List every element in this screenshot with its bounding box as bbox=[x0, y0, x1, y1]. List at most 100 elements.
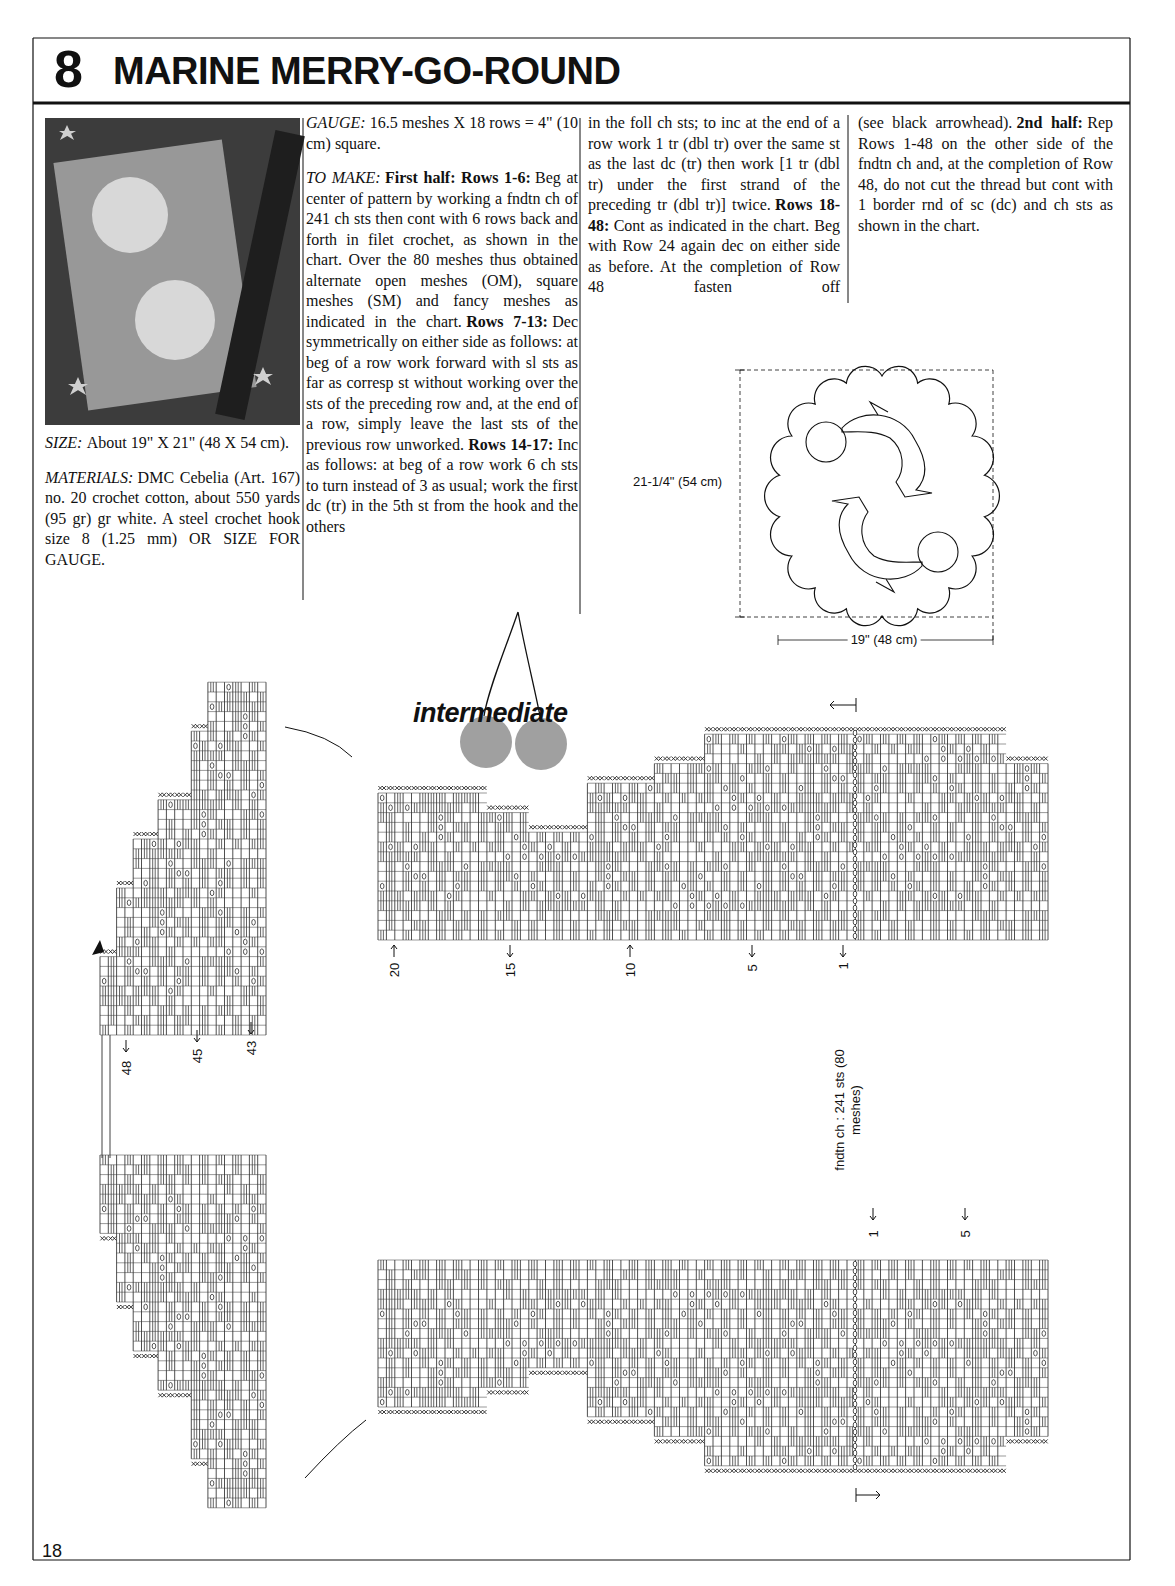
chart-chain-mark bbox=[853, 905, 857, 911]
chart-chain-mark bbox=[741, 776, 745, 782]
chart-chain-mark bbox=[623, 1399, 627, 1405]
instruction-text: Cont as indicated in the chart. Beg with… bbox=[588, 217, 840, 296]
chart-chain-mark bbox=[556, 893, 560, 899]
chart-chain-mark bbox=[648, 1409, 652, 1415]
bubble bbox=[918, 532, 958, 572]
chart-chain-mark bbox=[235, 1255, 239, 1261]
chart-chain-mark bbox=[590, 834, 594, 840]
chart-chain-mark bbox=[933, 854, 937, 860]
scalloped-outline bbox=[765, 366, 1000, 625]
chart-chain-mark bbox=[219, 1441, 223, 1447]
chart-chain-mark bbox=[766, 1429, 770, 1435]
chart-chain-mark bbox=[260, 1402, 264, 1408]
chart-chain-mark bbox=[833, 1419, 837, 1425]
chart-chain-mark bbox=[389, 844, 393, 850]
chart-chain-mark bbox=[853, 1429, 857, 1435]
chart-chain-mark bbox=[715, 893, 719, 899]
row-number: 45 bbox=[190, 1049, 205, 1063]
chart-chain-mark bbox=[194, 743, 198, 749]
chart-chain-mark bbox=[690, 893, 694, 899]
dimension-line bbox=[735, 370, 993, 645]
chart-chain-mark bbox=[380, 1311, 384, 1317]
chart-chain-mark bbox=[707, 1429, 711, 1435]
chart-chain-mark bbox=[581, 1301, 585, 1307]
chart-chain-mark bbox=[853, 1464, 857, 1470]
chart-sc-mark bbox=[100, 724, 207, 953]
chart-chain-mark bbox=[853, 786, 857, 792]
chart-chain-mark bbox=[891, 874, 895, 880]
chart-chain-mark bbox=[252, 978, 256, 984]
photo-motif bbox=[135, 280, 215, 360]
chart-chain-mark bbox=[177, 841, 181, 847]
chart-chain-mark bbox=[933, 1341, 937, 1347]
chart-chain-mark bbox=[853, 912, 857, 918]
row-number: 5 bbox=[958, 1230, 973, 1237]
chart-chain-mark bbox=[202, 822, 206, 828]
chart-chain-mark bbox=[724, 1331, 728, 1337]
chart-chain-mark bbox=[210, 1422, 214, 1428]
chart-chain-mark bbox=[227, 861, 231, 867]
chart-chain-mark bbox=[958, 893, 962, 899]
chart-chain-mark bbox=[1025, 1429, 1029, 1435]
instruction-text: Rows 14-17: bbox=[468, 436, 553, 453]
chart-chain-mark bbox=[853, 1345, 857, 1351]
chart-chain-mark bbox=[690, 903, 694, 909]
chart-chain-mark bbox=[243, 939, 247, 945]
chart-chain-mark bbox=[556, 1341, 560, 1347]
chart-chain-mark bbox=[607, 874, 611, 880]
chart-chain-mark bbox=[464, 864, 468, 870]
chart-chain-mark bbox=[414, 874, 418, 880]
chart-chain-mark bbox=[883, 1429, 887, 1435]
chart-chain-mark bbox=[252, 920, 256, 926]
chart-chain-mark bbox=[581, 893, 585, 899]
chart-top-left bbox=[100, 682, 266, 1035]
chart-chain-mark bbox=[514, 874, 518, 880]
chart-chain-mark bbox=[260, 782, 264, 788]
chart-chain-mark bbox=[891, 834, 895, 840]
chart-chain-mark bbox=[152, 841, 156, 847]
instruction-paragraph: GAUGE:16.5 meshes X 18 rows = 4" (10 cm)… bbox=[306, 113, 578, 154]
chart-chain-mark bbox=[853, 870, 857, 876]
page-frame bbox=[33, 38, 1130, 1560]
chart-chain-mark bbox=[414, 844, 418, 850]
photo-shadow bbox=[215, 130, 305, 420]
bubble bbox=[806, 422, 846, 462]
chart-chain-mark bbox=[791, 1350, 795, 1356]
chart-chain-mark bbox=[243, 733, 247, 739]
chart-chain-mark bbox=[531, 1311, 535, 1317]
page-number: 18 bbox=[42, 1540, 62, 1562]
chart-chain-mark bbox=[992, 756, 996, 762]
chart-chain-mark bbox=[1025, 766, 1029, 772]
row-arrow bbox=[507, 945, 513, 957]
chart-chain-mark bbox=[1009, 825, 1013, 831]
chart-chain-mark bbox=[853, 884, 857, 890]
chart-chain-mark bbox=[833, 746, 837, 752]
chart-chain-mark bbox=[749, 805, 753, 811]
dolphin-outline bbox=[832, 497, 922, 592]
chart-chain-mark bbox=[853, 856, 857, 862]
chart-chain-mark bbox=[853, 1457, 857, 1463]
chart-chain-mark bbox=[615, 1380, 619, 1386]
chart-chain-mark bbox=[389, 1350, 393, 1356]
row-arrow bbox=[840, 945, 846, 957]
chart-chain-mark bbox=[243, 714, 247, 720]
chart-chain-mark bbox=[439, 1370, 443, 1376]
chart-chain-mark bbox=[757, 1399, 761, 1405]
chart-chain-mark bbox=[875, 1380, 879, 1386]
chart-chain-mark bbox=[1042, 1331, 1046, 1337]
chart-chain-mark bbox=[757, 1311, 761, 1317]
chart-chain-mark bbox=[757, 883, 761, 889]
chart-chain-mark bbox=[127, 959, 131, 965]
chart-chain-mark bbox=[623, 825, 627, 831]
chart-chain-mark bbox=[853, 828, 857, 834]
chart-chain-mark bbox=[983, 1331, 987, 1337]
chart-chain-mark bbox=[540, 1341, 544, 1347]
chart-chain-mark bbox=[665, 1360, 669, 1366]
pattern-number: 8 bbox=[54, 40, 83, 98]
size-schematic bbox=[735, 366, 999, 645]
title-rule bbox=[33, 102, 1130, 105]
chart-chain-mark bbox=[235, 969, 239, 975]
filet-chart bbox=[100, 682, 1048, 1508]
